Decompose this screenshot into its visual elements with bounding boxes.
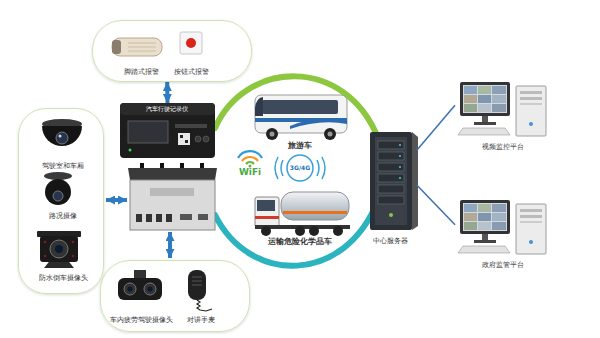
video-platform: 视频监控平台 xyxy=(455,78,552,158)
device-label: 按钮式报警 xyxy=(174,69,209,77)
device-label: 车内疲劳驾驶摄像头 xyxy=(110,317,173,325)
server-label: 中心服务器 xyxy=(373,238,408,246)
alarm-panel: 脚踏式报警 按钮式报警 xyxy=(92,20,252,82)
platform-label: 视频监控平台 xyxy=(482,144,524,152)
device-label: 路况摄像 xyxy=(49,213,77,221)
device-label: 汽车行驶记录仪 xyxy=(146,106,188,113)
device-label: 驾驶室和车厢 xyxy=(42,163,84,171)
vehicle-label: 运输危险化学品车 xyxy=(268,238,332,247)
driving-recorder: 汽车行驶记录仪 xyxy=(120,103,215,158)
camera-panel: 驾驶室和车厢路况摄像防水倒车摄像头 xyxy=(18,108,104,294)
network-line xyxy=(417,105,455,150)
signal-arrow xyxy=(165,82,169,103)
network-line xyxy=(417,185,455,224)
vehicle-label: 旅游车 xyxy=(288,142,312,151)
device-label: 脚踏式报警 xyxy=(124,69,159,77)
gov-platform: 政府监管平台 xyxy=(455,196,552,276)
device-label: 对讲手麦 xyxy=(187,317,215,325)
central-server: 中心服务器 xyxy=(362,128,417,250)
network-label: 3G/4G xyxy=(290,165,310,172)
platform-label: 政府监管平台 xyxy=(482,262,524,270)
device-label: 防水倒车摄像头 xyxy=(39,275,88,283)
cabin-device-panel: 车内疲劳驾驶摄像头 对讲手麦 xyxy=(100,260,250,332)
wifi-label: WiFi xyxy=(239,168,261,178)
